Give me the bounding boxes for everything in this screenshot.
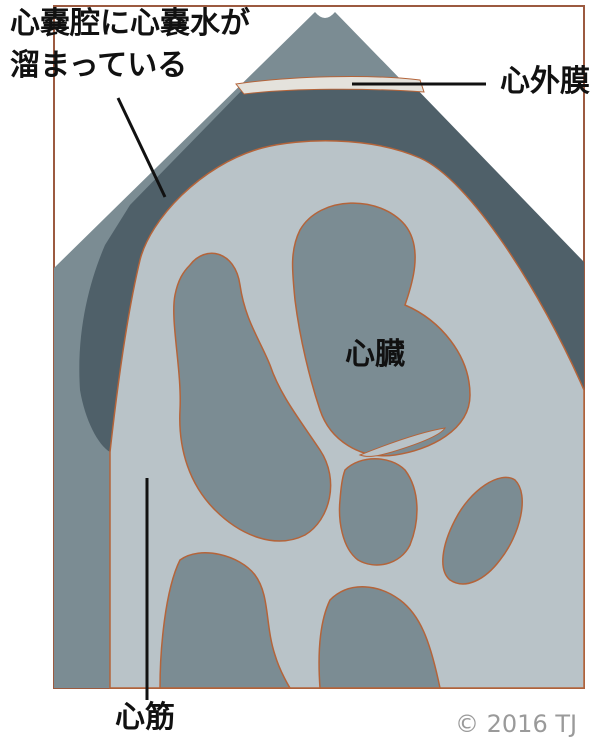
center-chamber <box>338 458 418 566</box>
left-chamber <box>173 252 332 542</box>
heart-label: 心臓 <box>345 337 405 372</box>
bottom-right-chamber <box>318 586 441 689</box>
effusion-label-line2: 溜まっている <box>10 48 188 83</box>
pericardium-band <box>235 76 425 95</box>
right-chamber <box>442 476 523 585</box>
effusion-leader-line <box>116 97 167 198</box>
pericardium-label: 心外膜 <box>500 64 590 99</box>
myocardium-label: 心筋 <box>115 700 175 735</box>
bottom-left-chamber <box>159 552 292 689</box>
copyright-notice: © 2016 TJ <box>455 710 578 738</box>
septal-strand <box>358 427 447 457</box>
ventricle-chamber <box>291 202 471 457</box>
effusion-label-line1: 心嚢腔に心嚢水が <box>10 6 250 41</box>
